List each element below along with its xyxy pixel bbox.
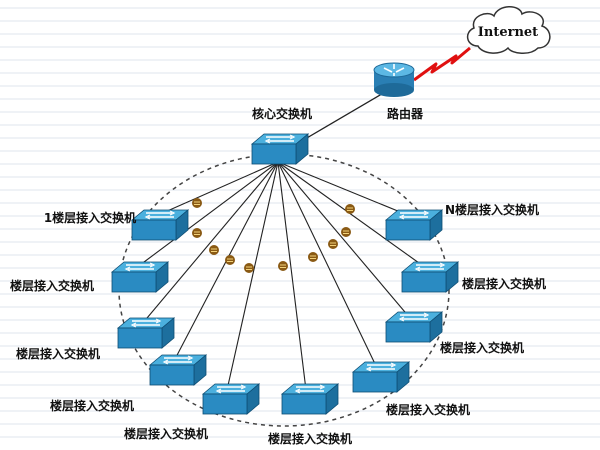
router-core-link — [299, 87, 393, 143]
core-switch-icon — [251, 133, 309, 165]
uplink-line — [277, 161, 411, 217]
access-switches: 1楼层接入交换机楼层接入交换机楼层接入交换机楼层接入交换机楼层接入交换机楼层接入… — [10, 202, 546, 446]
uplink-lines — [135, 161, 427, 391]
uplink-line — [277, 161, 378, 369]
link-connector-icon — [327, 238, 339, 250]
access-switch-icon — [385, 209, 443, 241]
access-switch-label: 楼层接入交换机 — [386, 402, 470, 417]
link-connector-icon — [277, 260, 289, 272]
link-connector-icon — [191, 227, 203, 239]
link-connector-icon — [243, 262, 255, 274]
uplink-line — [277, 161, 411, 319]
access-switch-icon — [352, 361, 410, 393]
access-switch-icon — [117, 317, 175, 349]
cloud-label: Internet — [478, 25, 538, 40]
access-switch-label: 楼层接入交换机 — [268, 431, 352, 446]
access-switch-label: 1楼层接入交换机 — [44, 210, 136, 225]
uplink-line — [226, 161, 279, 391]
internet-cloud: Internet — [466, 6, 551, 54]
access-switch-label: N楼层接入交换机 — [445, 202, 539, 217]
access-switch-label: 楼层接入交换机 — [16, 346, 100, 361]
link-connector-icon — [208, 244, 220, 256]
access-switch-label: 楼层接入交换机 — [50, 398, 134, 413]
link-connector-icon — [224, 254, 236, 266]
access-switch-icon — [281, 383, 339, 415]
uplink-line — [135, 161, 279, 269]
router-icon: 路由器 — [373, 62, 424, 121]
link-connector-icon — [340, 226, 352, 238]
wan-lightning-link — [413, 46, 471, 82]
uplink-line — [277, 161, 427, 269]
link-connector-icon — [191, 197, 203, 209]
access-switch-icon — [401, 261, 459, 293]
access-switch-icon — [149, 354, 207, 386]
uplink-line — [141, 161, 279, 325]
access-switch-label: 楼层接入交换机 — [10, 278, 94, 293]
link-connector-icon — [344, 203, 356, 215]
access-switch-icon — [111, 261, 169, 293]
access-switch-label: 楼层接入交换机 — [124, 426, 208, 441]
access-switch-label: 楼层接入交换机 — [462, 276, 546, 291]
uplink-line — [155, 161, 279, 217]
access-switch-icon — [202, 383, 260, 415]
core-switch-label: 核心交换机 — [252, 106, 312, 121]
link-connector-icon — [307, 251, 319, 263]
uplink-line — [277, 161, 307, 391]
router-label: 路由器 — [387, 106, 424, 121]
background-lines — [0, 7, 600, 438]
access-switch-icon — [131, 209, 189, 241]
access-switch-icon — [385, 311, 443, 343]
access-switch-label: 楼层接入交换机 — [440, 340, 524, 355]
